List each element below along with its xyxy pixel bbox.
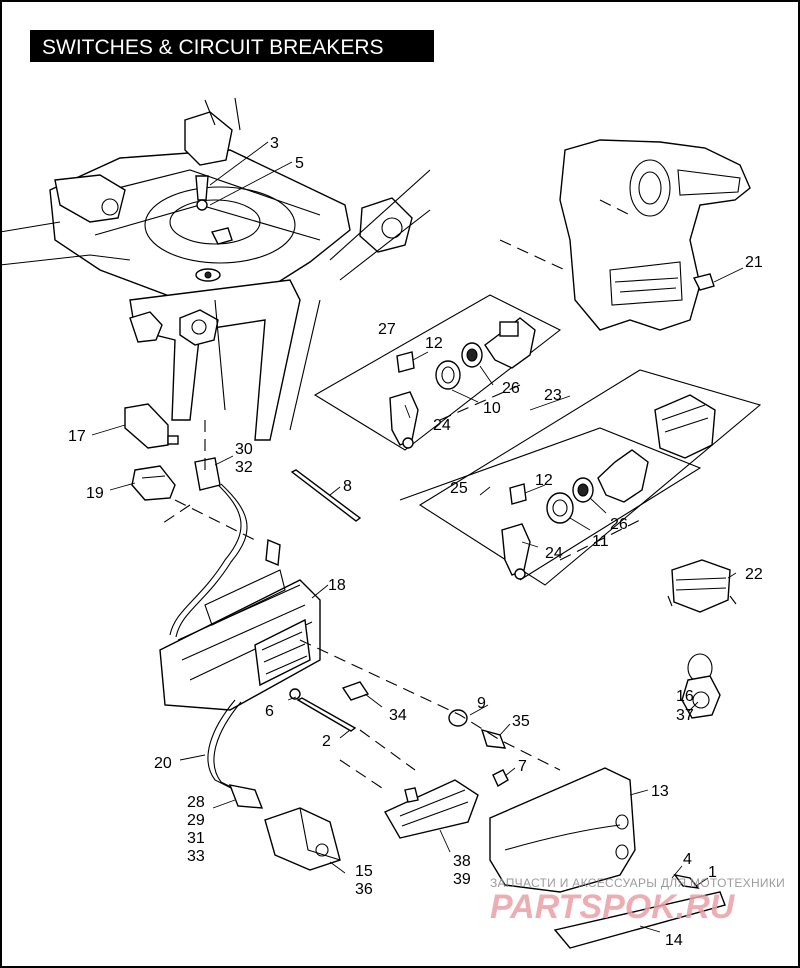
- callout-12b: 12: [535, 472, 553, 489]
- callout-36: 36: [355, 881, 373, 898]
- callout-7: 7: [518, 758, 527, 775]
- module-38-39: [384, 779, 479, 839]
- callout-27: 27: [378, 321, 396, 338]
- wiring-harness: [169, 457, 248, 793]
- relay-22: [667, 559, 737, 613]
- screw-2: [296, 697, 357, 732]
- callout-28: 28: [187, 794, 205, 811]
- callout-2: 2: [322, 733, 331, 750]
- connector-28-33: [228, 784, 264, 809]
- callout-18: 18: [328, 577, 346, 594]
- frame-assembly: [0, 97, 431, 441]
- assembly-lines: [159, 199, 641, 791]
- callout-20: 20: [154, 755, 172, 772]
- watermark: ЗАПЧАСТИ И АКСЕССУАРЫ ДЛЯ МОТОТЕХНИКИ PA…: [490, 876, 785, 926]
- callout-29: 29: [187, 812, 205, 829]
- callout-26b: 26: [610, 516, 628, 533]
- plug-15-36: [264, 807, 341, 871]
- title-banner: SWITCHES & CIRCUIT BREAKERS: [30, 30, 434, 62]
- callout-11: 11: [592, 533, 609, 550]
- callout-39: 39: [453, 871, 471, 888]
- callout-26a: 26: [502, 380, 520, 397]
- callout-12a: 12: [425, 335, 443, 352]
- watermark-text: ЗАПЧАСТИ И АКСЕССУАРЫ ДЛЯ МОТОТЕХНИКИ: [490, 876, 785, 890]
- callout-3: 3: [270, 135, 279, 152]
- callout-21: 21: [745, 254, 763, 271]
- callout-13: 13: [651, 783, 669, 800]
- callout-numbers: 3 5 17 30 32 19 21 27 12 26 23 10 24 8 2…: [68, 135, 763, 949]
- callout-1: 1: [708, 864, 717, 881]
- leader-lines: [91, 141, 744, 933]
- callout-17: 17: [68, 428, 86, 445]
- callout-34: 34: [389, 707, 407, 724]
- callout-10: 10: [483, 400, 501, 417]
- switch-group-23-25: [399, 369, 762, 586]
- watermark-logo: PARTSPOK.RU: [490, 888, 736, 926]
- connector-17: [124, 403, 179, 449]
- electrical-panel-18: [159, 538, 321, 711]
- callout-14: 14: [665, 932, 683, 949]
- screw-8: [290, 469, 362, 522]
- callout-19: 19: [86, 485, 104, 502]
- callout-37: 37: [676, 707, 694, 724]
- callout-23: 23: [544, 387, 562, 404]
- fairing-bracket: [559, 139, 751, 331]
- callout-38: 38: [453, 853, 471, 870]
- callout-16: 16: [676, 688, 694, 705]
- callout-31: 31: [187, 830, 205, 847]
- bushing-35: [480, 728, 507, 749]
- callout-6: 6: [265, 703, 274, 720]
- callout-32: 32: [235, 459, 253, 476]
- callout-8: 8: [343, 478, 352, 495]
- bracket-19: [131, 465, 176, 501]
- screw-1-4: [673, 873, 700, 889]
- washer-6: [289, 688, 301, 700]
- callout-30: 30: [235, 441, 253, 458]
- grommet-9: [448, 709, 468, 727]
- nut-7: [492, 769, 509, 788]
- fuse-34: [341, 681, 370, 701]
- callout-25: 25: [450, 480, 468, 497]
- callout-5: 5: [295, 155, 304, 172]
- ring-16-37: [681, 653, 721, 719]
- callout-35: 35: [512, 713, 530, 730]
- diagram-title: SWITCHES & CIRCUIT BREAKERS: [42, 36, 384, 59]
- callout-24b: 24: [545, 545, 563, 562]
- callout-33: 33: [187, 848, 205, 865]
- callout-24a: 24: [433, 417, 451, 434]
- callout-15: 15: [355, 863, 373, 880]
- callout-4: 4: [683, 851, 692, 868]
- switch-group-27: [313, 294, 562, 451]
- callout-9: 9: [477, 695, 486, 712]
- cover-13: [489, 767, 636, 893]
- trim-14: [553, 891, 726, 949]
- callout-22: 22: [745, 566, 763, 583]
